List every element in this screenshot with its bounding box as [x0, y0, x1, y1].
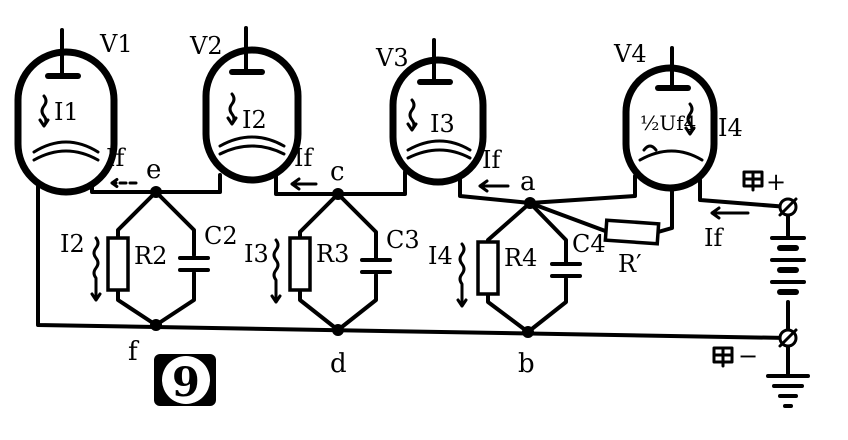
- battery-plus-label: +: [766, 168, 786, 196]
- node-label-a: a: [520, 167, 536, 197]
- filament-current-indicators: If If If If: [106, 144, 750, 252]
- tube-current-label: I3: [430, 110, 455, 138]
- tube-v2: V2 I2: [189, 26, 302, 184]
- branch-current-label: I3: [244, 240, 269, 268]
- tube-current-label: I4: [718, 114, 743, 142]
- battery-minus-label: −: [738, 342, 758, 370]
- tube-label: V4: [613, 40, 647, 68]
- capacitor-label: C2: [204, 222, 238, 250]
- node-label-f: f: [128, 337, 140, 367]
- tube-label: V2: [189, 32, 223, 60]
- logo-text: 9: [172, 359, 200, 406]
- tube-current-label: I1: [54, 98, 79, 126]
- branch-r3-c3: I3 R3 C3: [244, 192, 420, 332]
- resistor-label: R2: [134, 242, 167, 270]
- tube-v1: V1 I1: [14, 28, 133, 196]
- tube-label: V1: [99, 30, 133, 58]
- tube-label: V3: [375, 44, 409, 72]
- filament-current-label: If: [704, 224, 724, 252]
- battery: + −: [712, 168, 806, 370]
- resistor-label: R3: [316, 240, 349, 268]
- series-resistor-label: R′: [618, 250, 642, 278]
- resistor-label: R4: [504, 244, 537, 272]
- node-label-c: c: [330, 157, 345, 187]
- series-resistor: R′: [603, 218, 661, 278]
- node-label-e: e: [146, 155, 161, 185]
- branch-r2-c2: I2 R2 C2: [60, 190, 238, 327]
- branch-r4-c4: I4 R4 C4: [428, 201, 606, 334]
- tube-v3: V3 I3: [375, 38, 487, 186]
- ground-icon: [766, 374, 810, 408]
- branch-current-label: I2: [60, 230, 85, 258]
- node-label-b: b: [518, 349, 535, 379]
- filament-current-label: If: [294, 144, 314, 172]
- tube-current-label: I2: [242, 106, 267, 134]
- tube-inner-label: ½Uf4: [640, 111, 696, 135]
- capacitor-label: C4: [572, 230, 606, 258]
- node-label-d: d: [330, 349, 347, 379]
- logo-badge: 9: [154, 354, 216, 406]
- tube-v4: V4 ½Uf4 I4: [613, 40, 743, 192]
- filament-current-label: If: [482, 146, 502, 174]
- capacitor-label: C3: [386, 226, 420, 254]
- filament-current-label: If: [106, 144, 126, 172]
- nodes: e c a f d b: [128, 155, 536, 379]
- branch-current-label: I4: [428, 242, 453, 270]
